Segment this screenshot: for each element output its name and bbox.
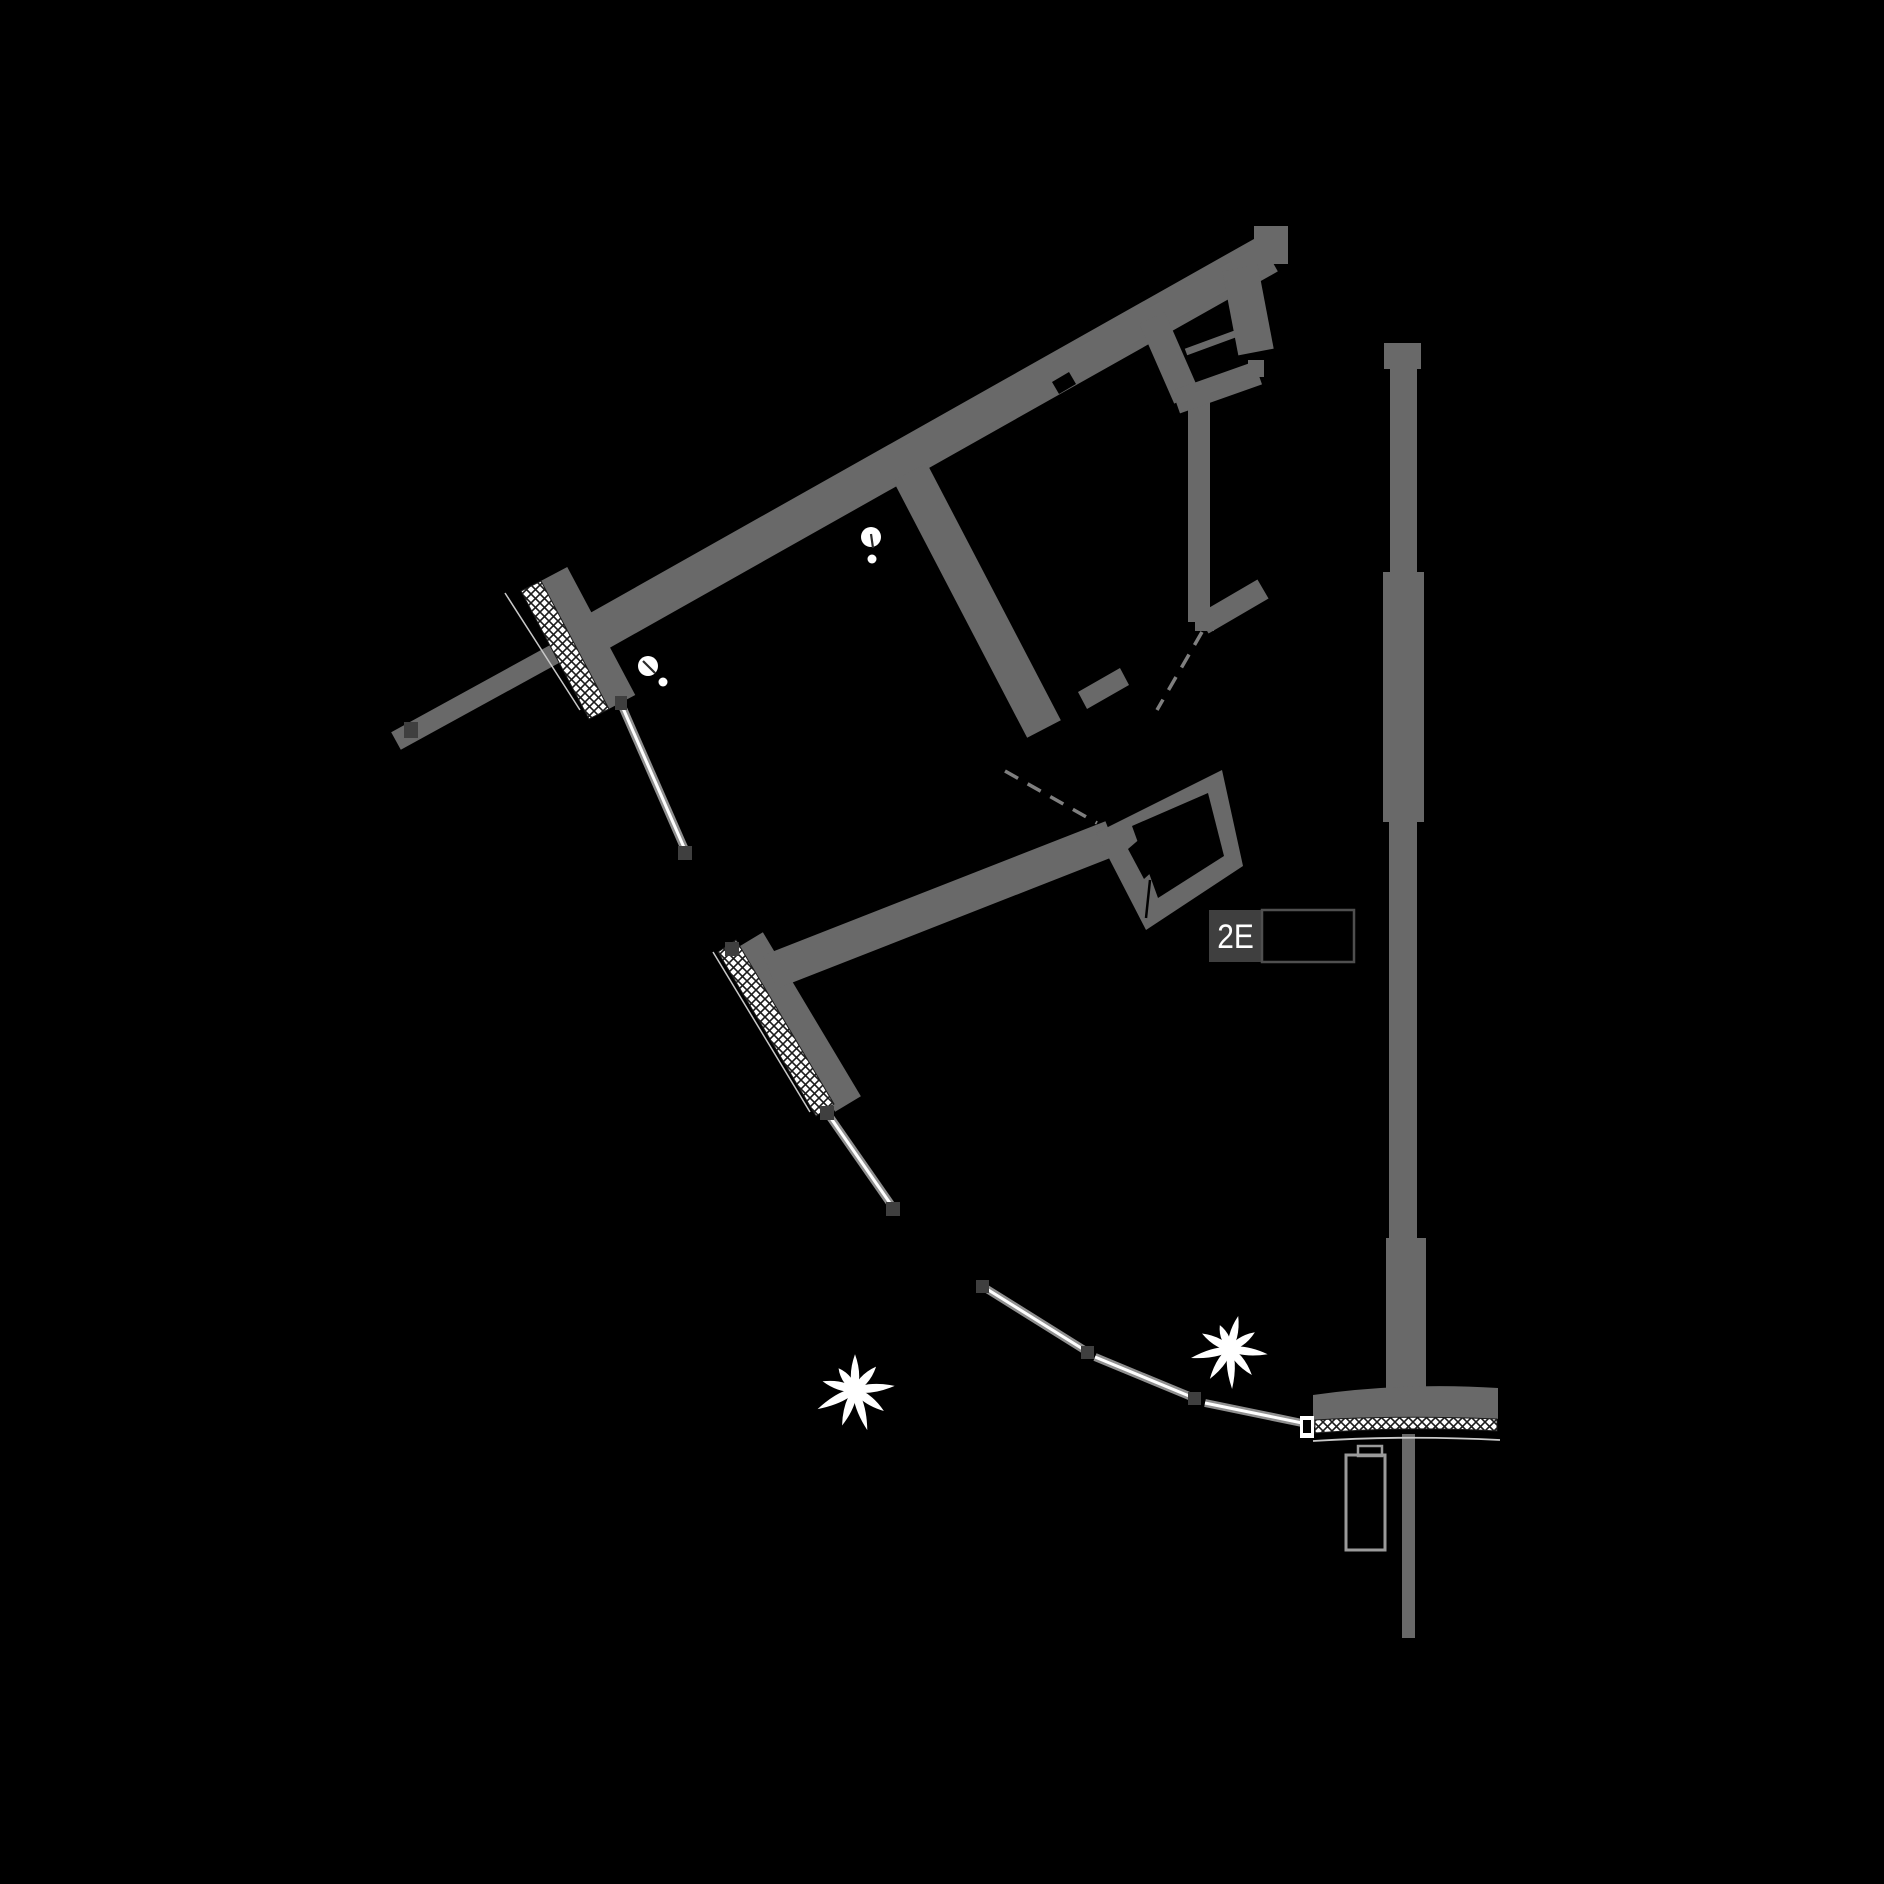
- shaft-top-right-wall: [1222, 264, 1274, 356]
- sill-line-bottom: [1312, 1436, 1501, 1442]
- insulated-window-strip-middle: [717, 939, 835, 1117]
- insulated-window-strip-bottom: [1314, 1416, 1498, 1434]
- sill-line-left: [504, 592, 581, 711]
- shaft-top-bottom-wall: [1171, 361, 1263, 414]
- sill-lines: [504, 592, 1501, 1442]
- interior-partition-upper: [893, 463, 1061, 738]
- shaft-top-divider: [1184, 330, 1237, 356]
- window-glass-left: [618, 704, 690, 854]
- right-wall-seg-3: [1386, 1238, 1426, 1398]
- balcony-rail-segment-3: [1093, 1353, 1196, 1402]
- ceiling-fixtures: [638, 527, 881, 687]
- rail-post-4: [1081, 1346, 1094, 1359]
- rail-end-box-inner: [1303, 1420, 1311, 1433]
- interior-partition-lower: [763, 821, 1119, 989]
- unit-label[interactable]: 2E: [1209, 908, 1356, 964]
- ceiling-light-icon: [861, 527, 881, 564]
- door-opening-line: [1004, 769, 1098, 825]
- shaft-top-post: [1248, 360, 1264, 377]
- elevator: [1344, 1444, 1387, 1552]
- balcony-rail-segment-4: [1204, 1399, 1308, 1428]
- insulated-window-strip-left: [520, 580, 610, 720]
- rail-post-3: [976, 1280, 989, 1293]
- hatch-top-post: [725, 942, 739, 956]
- rail-post-2: [886, 1202, 900, 1216]
- elevator-tab: [1356, 1444, 1384, 1458]
- sill-line-middle: [712, 951, 811, 1113]
- rail-posts: [404, 696, 1314, 1438]
- balcony-rail-segment-2: [979, 1282, 1089, 1355]
- rail-post-5: [1188, 1392, 1201, 1405]
- bottom-outer-wall: [1313, 1386, 1498, 1427]
- middle-shaft-cavity: [1132, 793, 1224, 898]
- right-wall-column: [1383, 572, 1424, 822]
- glass-walls: [618, 704, 1308, 1428]
- left-wall-arm: [391, 642, 565, 750]
- lower-stem-wall: [1402, 1434, 1415, 1638]
- ceiling-light-icon: [638, 656, 668, 687]
- shaft-top-left-wall: [1139, 312, 1200, 404]
- hall-wall: [1188, 396, 1210, 622]
- door-stub-wall: [1078, 668, 1129, 709]
- top-wall-notch: [1052, 372, 1076, 394]
- unit-label-text: 2E: [1217, 917, 1254, 955]
- rail-post-1: [820, 1106, 834, 1120]
- balcony-rail-segment-1: [824, 1111, 896, 1209]
- door-openings: [1004, 631, 1204, 825]
- middle-shaft-seam: [1144, 879, 1152, 919]
- unit-label-outline: [1260, 908, 1356, 964]
- middle-window-wall: [737, 932, 861, 1112]
- arm-end-post: [404, 722, 418, 738]
- window-end-post: [678, 846, 692, 860]
- wall-openings: [1052, 372, 1224, 919]
- window-bracket: [615, 696, 627, 710]
- middle-shaft-duct: [1128, 831, 1166, 879]
- unit-label-box[interactable]: [1209, 910, 1262, 962]
- right-wall-seg-1: [1390, 369, 1417, 572]
- right-wall-cap-top: [1384, 343, 1421, 369]
- left-window-wall: [540, 566, 636, 710]
- window-hatches: [520, 580, 1498, 1434]
- top-wall-end-column: [1254, 226, 1288, 264]
- hall-wall-foot: [1195, 612, 1214, 631]
- right-wall-seg-2: [1389, 822, 1417, 1238]
